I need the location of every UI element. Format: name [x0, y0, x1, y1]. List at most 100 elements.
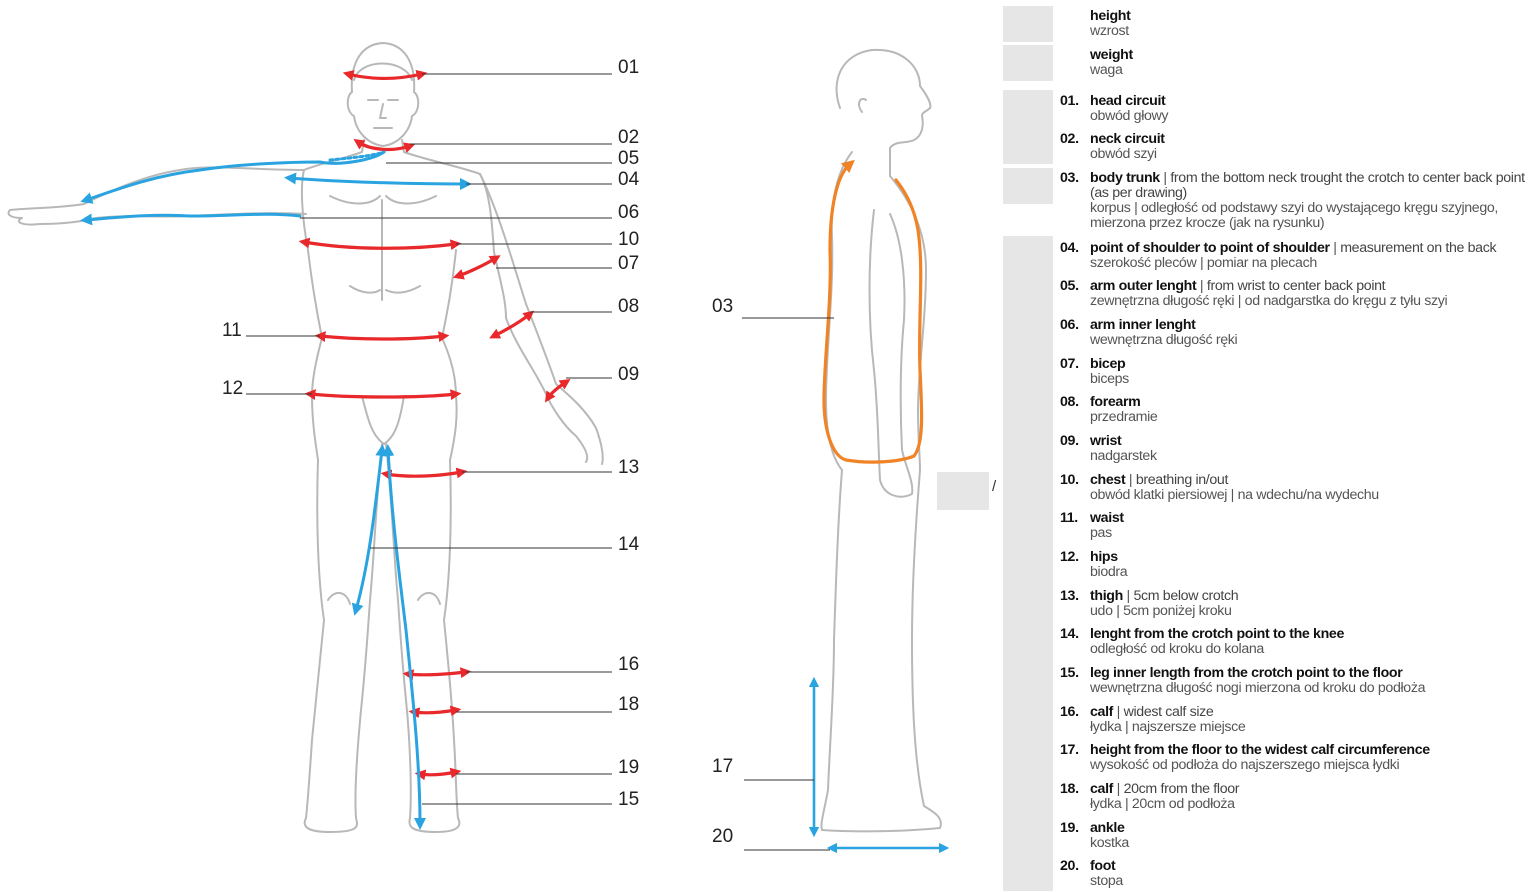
- row-label-en: waist: [1090, 510, 1124, 526]
- row-number: 09.: [1060, 434, 1090, 449]
- side-figure: [821, 50, 940, 831]
- knee-detail: [328, 593, 440, 604]
- input-box-01-02[interactable]: [1003, 90, 1053, 164]
- row-extra: 5cm below crotch: [1133, 588, 1238, 604]
- row-label-en: wrist: [1090, 433, 1121, 449]
- row-label-pl: udo | 5cm poniżej kroku: [1090, 603, 1232, 619]
- input-box-03[interactable]: [1003, 168, 1053, 204]
- callout-17: 17: [712, 756, 733, 777]
- input-box-weight[interactable]: [1003, 45, 1053, 81]
- input-box-side-extra[interactable]: [937, 472, 989, 510]
- row-separator: |: [1330, 240, 1341, 256]
- row-separator: |: [1113, 781, 1124, 797]
- callout-09: 09: [618, 364, 639, 385]
- head-outline: [348, 43, 419, 146]
- callout-05: 05: [618, 148, 639, 169]
- callout-numbers: 01 02 05 04 06 10 07 08 11 12 09 13 14 1…: [222, 57, 733, 847]
- row-label-en: hips: [1090, 549, 1118, 565]
- callout-12: 12: [222, 378, 243, 399]
- row-label-pl: obwód szyi: [1090, 146, 1157, 162]
- row-label-en: point of shoulder to point of shoulder: [1090, 240, 1330, 256]
- callout-08: 08: [618, 296, 639, 317]
- callout-13: 13: [618, 457, 639, 478]
- measure-line-14: [356, 450, 382, 610]
- row-number: 17.: [1060, 743, 1090, 758]
- input-box-04-20[interactable]: [1003, 236, 1053, 891]
- row-label-en: thigh: [1090, 588, 1123, 604]
- row-label-en: bicep: [1090, 356, 1125, 372]
- measure-line-15: [388, 450, 420, 824]
- callout-16: 16: [618, 654, 639, 675]
- crotch-outline: [362, 396, 404, 444]
- row-separator: |: [1196, 278, 1207, 294]
- row-label-pl: łydka | 20cm od podłoża: [1090, 796, 1235, 812]
- measure-line-12: [310, 394, 456, 397]
- side-head-outline: [837, 50, 931, 176]
- callout-07: 07: [618, 253, 639, 274]
- row-label-pl: biceps: [1090, 371, 1129, 387]
- row-number: 12.: [1060, 550, 1090, 565]
- callout-02: 02: [618, 127, 639, 148]
- row-label-en: ankle: [1090, 820, 1125, 836]
- row-label-en: foot: [1090, 858, 1115, 874]
- row-number: 04.: [1060, 241, 1090, 256]
- row-label-pl: pas: [1090, 525, 1112, 541]
- measure-line-18: [414, 710, 456, 713]
- measure-line-07: [458, 258, 496, 276]
- torso-outline: [302, 152, 494, 460]
- row-label-en: forearm: [1090, 394, 1140, 410]
- row-number: 20.: [1060, 859, 1090, 874]
- row-number: 08.: [1060, 395, 1090, 410]
- side-back: [821, 152, 940, 831]
- row-extra: widest calf size: [1124, 704, 1214, 720]
- callout-04: 04: [618, 169, 640, 190]
- row-label-pl: obwód głowy: [1090, 108, 1168, 124]
- row-label-pl: stopa: [1090, 873, 1123, 889]
- front-red-lines: [304, 74, 566, 775]
- row-height-pl: wzrost: [1090, 23, 1129, 39]
- row-number: 07.: [1060, 357, 1090, 372]
- callout-01: 01: [618, 57, 639, 78]
- row-label-en: calf: [1090, 704, 1113, 720]
- row-number: 03.: [1060, 171, 1090, 186]
- measure-line-16: [408, 672, 466, 675]
- row-number: 10.: [1060, 473, 1090, 488]
- row-label-en: chest: [1090, 472, 1125, 488]
- row-separator: |: [1125, 472, 1136, 488]
- row-label-pl: kostka: [1090, 835, 1129, 851]
- row-number: 15.: [1060, 666, 1090, 681]
- callout-18: 18: [618, 694, 639, 715]
- row-number: 02.: [1060, 132, 1090, 147]
- row-label-pl: przedramie: [1090, 409, 1157, 425]
- callout-03: 03: [712, 296, 733, 317]
- measure-line-06: [86, 214, 300, 220]
- row-label-pl: wewnętrzna długość nogi mierzona od krok…: [1090, 680, 1425, 696]
- row-label-en: body trunk: [1090, 170, 1160, 186]
- row-label-pl: biodra: [1090, 564, 1127, 580]
- callout-20: 20: [712, 826, 733, 847]
- side-ear: [859, 99, 866, 112]
- row-label-pl: odległość od kroku do kolana: [1090, 641, 1264, 657]
- measure-line-10: [304, 242, 456, 248]
- row-extra: measurement on the back: [1340, 240, 1496, 256]
- callout-15: 15: [618, 789, 639, 810]
- row-separator: |: [1123, 588, 1134, 604]
- row-label-pl: korpus | odległość od podstawy szyi do w…: [1090, 200, 1498, 231]
- row-label-pl: nadgarstek: [1090, 448, 1157, 464]
- side-arm: [870, 210, 913, 497]
- row-label-pl: obwód klatki piersiowej | na wdechu/na w…: [1090, 487, 1379, 503]
- callout-14: 14: [618, 534, 640, 555]
- measure-line-19: [420, 772, 456, 775]
- input-box-height[interactable]: [1003, 6, 1053, 42]
- row-number: 11.: [1060, 511, 1090, 526]
- left-leg-outline: [305, 444, 382, 832]
- row-label-en: height from the floor to the widest calf…: [1090, 742, 1430, 758]
- callout-10: 10: [618, 229, 639, 250]
- row-label-en: lenght from the crotch point to the knee: [1090, 626, 1344, 642]
- measure-line-03: [824, 164, 922, 462]
- row-label-pl: łydka | najszersze miejsce: [1090, 719, 1245, 735]
- leader-lines: [246, 74, 834, 850]
- row-number: 14.: [1060, 627, 1090, 642]
- row-label-en: arm inner lenght: [1090, 317, 1196, 333]
- row-label-en: arm outer lenght: [1090, 278, 1196, 294]
